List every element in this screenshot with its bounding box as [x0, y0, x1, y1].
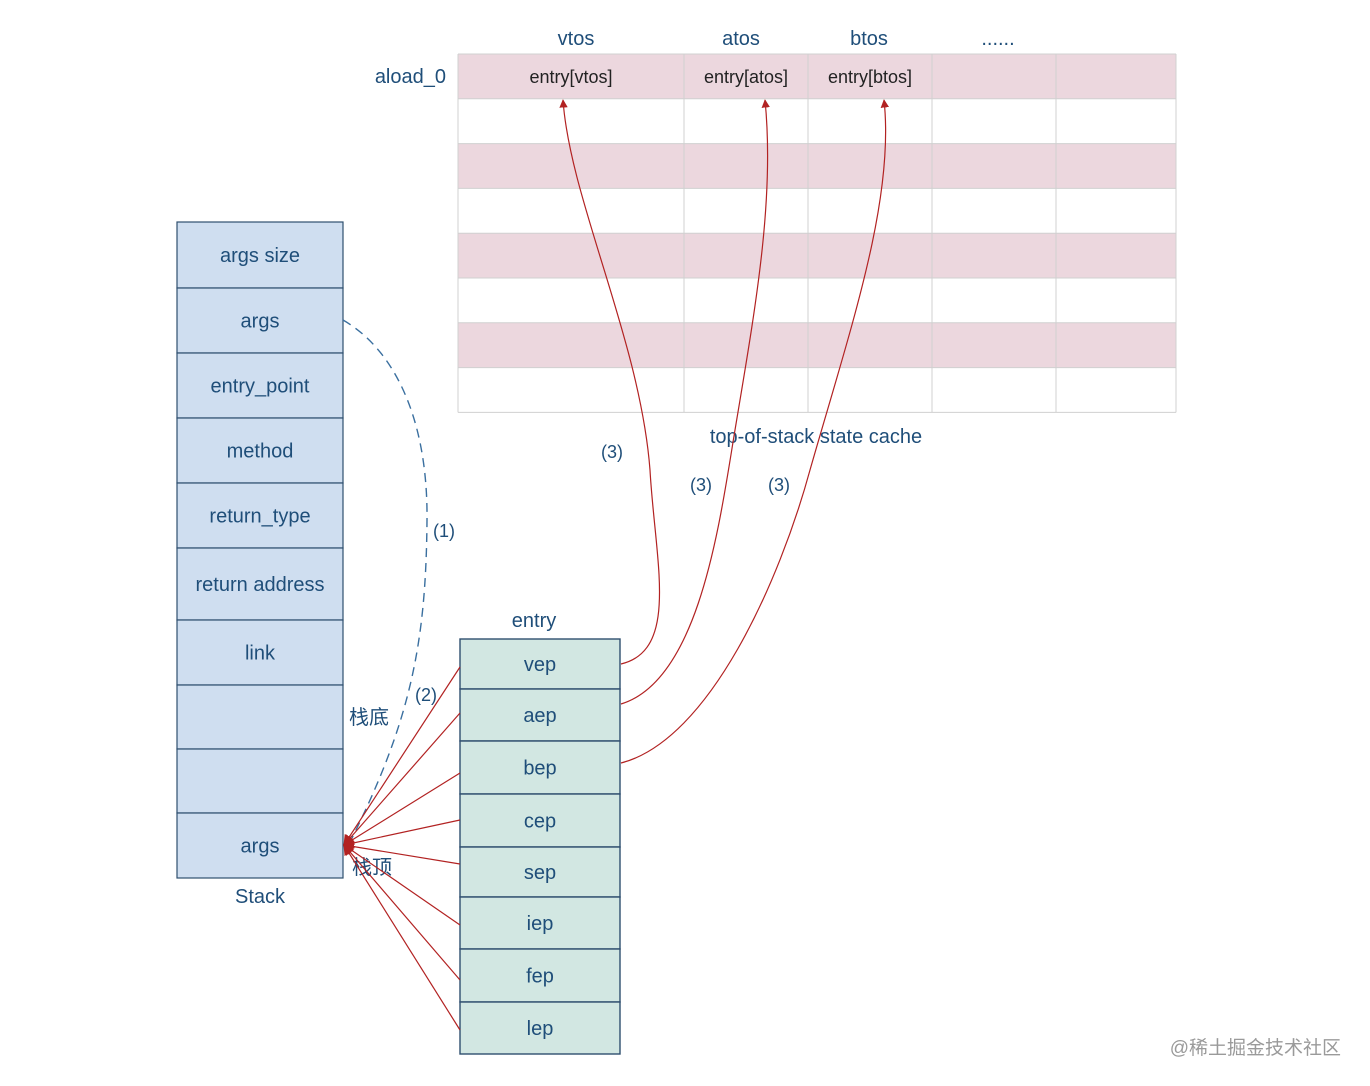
step3-edge-vep-to-vtos [559, 99, 661, 665]
entry-cell [459, 688, 621, 742]
step3-edge-aep-to-atos [620, 99, 770, 705]
step3-edge-bep-to-btos [620, 99, 889, 764]
stack-cell-label: link [245, 643, 276, 665]
fan-edge [342, 819, 461, 849]
fan-edge [343, 844, 461, 981]
stack-cell [176, 684, 344, 750]
entry-cell [459, 638, 621, 690]
fan-edge [343, 712, 461, 846]
stack-cell-label: args [241, 311, 280, 333]
entry-cell-label: aep [523, 705, 556, 727]
stack-cell-label: args size [220, 245, 300, 267]
stack-cell-label: entry_point [211, 376, 310, 398]
cache-cell-entry-vtos: entry[vtos] [529, 67, 612, 87]
stack-cell [176, 417, 344, 484]
fan-edge [343, 666, 461, 846]
entry-cell-label: sep [524, 862, 556, 884]
entry-cell-label: cep [524, 811, 556, 833]
stack-cell [176, 482, 344, 549]
cache-caption: top-of-stack state cache [710, 426, 922, 448]
stack-caption: Stack [235, 886, 286, 908]
cache-row [458, 322, 1176, 368]
cache-column-header-btos: btos [850, 28, 888, 50]
stack-cell [176, 352, 344, 419]
step1-dashed-edge [342, 319, 428, 847]
watermark: @稀土掘金技术社区 [1170, 1037, 1341, 1059]
stack-cell [176, 619, 344, 686]
entry-cell-label: bep [523, 758, 556, 780]
cache-row-label: aload_0 [375, 66, 446, 88]
entry-cell [459, 846, 621, 898]
cache-row [458, 233, 1176, 278]
stack-bottom-marker: 栈底 [349, 706, 389, 729]
cache-row [458, 367, 1176, 413]
cache-row [458, 188, 1176, 234]
step3-label-vtos: (3) [601, 442, 623, 462]
entry-cell-label: lep [527, 1018, 554, 1040]
step3-label-atos: (3) [690, 475, 712, 495]
step2-fan-edges [342, 666, 461, 1031]
cache-cell-entry-atos: entry[atos] [704, 67, 788, 87]
stack-cell-label: method [227, 441, 294, 463]
cache-cell-entry-btos: entry[btos] [828, 67, 912, 87]
entry-cell-label: vep [524, 654, 556, 676]
cache-column-header-vtos: vtos [558, 28, 595, 50]
stack-cell [176, 812, 344, 879]
step3-label-btos: (3) [768, 475, 790, 495]
cache-column-header-atos: atos [722, 28, 760, 50]
entry-column: vep aep bep cep sep iep fep lep [459, 638, 621, 1055]
cache-column-header-more: ...... [981, 28, 1014, 50]
stack-cell-label: args [241, 836, 280, 858]
stack-cell [176, 221, 344, 289]
step2-label: (2) [415, 685, 437, 705]
cache-row [458, 278, 1176, 323]
entry-cell-label: iep [527, 913, 554, 935]
entry-cell [459, 896, 621, 950]
fan-edge [343, 772, 461, 846]
fan-edge [343, 844, 461, 926]
step1-label: (1) [433, 521, 455, 541]
entry-title: entry [512, 610, 556, 632]
stack-cell [176, 748, 344, 814]
cache-row [458, 143, 1176, 189]
fan-edge [342, 841, 461, 865]
stack-cell-label: return address [196, 574, 325, 596]
state-cache-table [457, 53, 1177, 413]
fan-edge [343, 844, 461, 1031]
entry-cell-label: fep [526, 966, 554, 988]
stack-cell-label: return_type [209, 506, 310, 528]
entry-cell [459, 1001, 621, 1055]
